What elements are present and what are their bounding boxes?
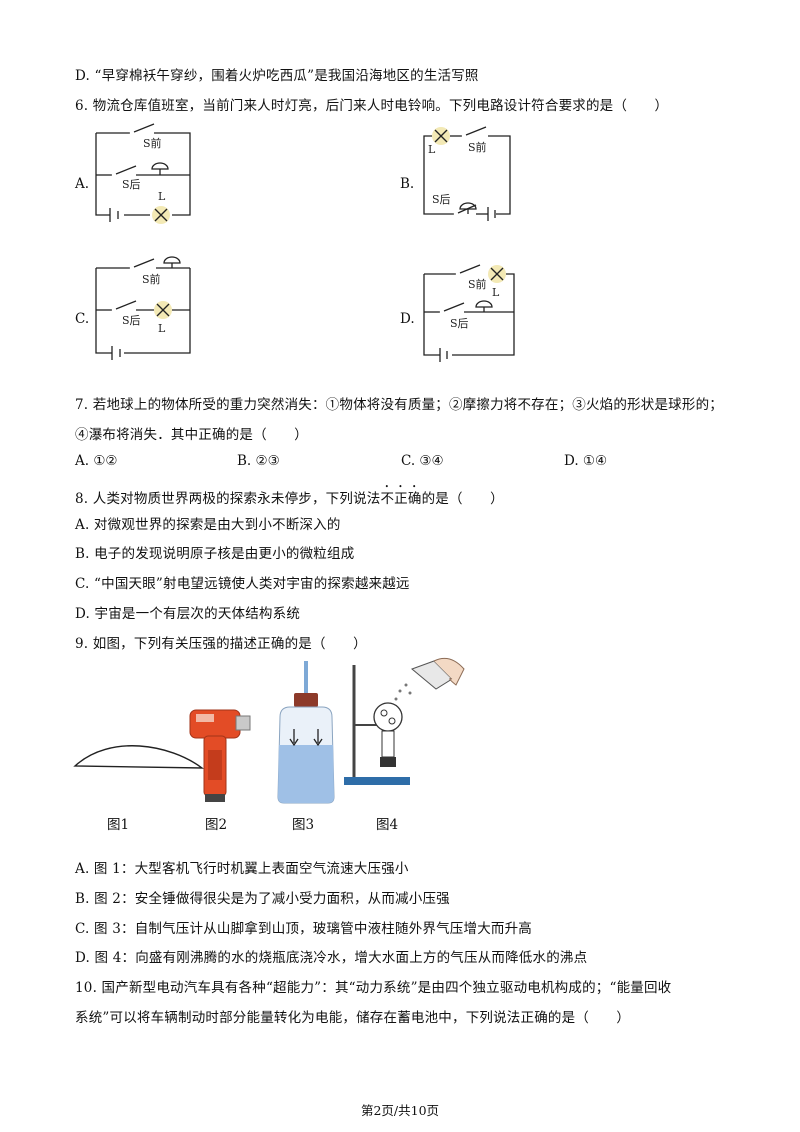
q8-option-d: D. 宇宙是一个有层次的天体结构系统 [75,606,301,622]
q8-option-c: C. “中国天眼”射电望远镜使人类对宇宙的探索越来越远 [75,576,410,592]
question-7-line-1: 7. 若地球上的物体所受的重力突然消失：①物体将没有质量；②摩擦力将不存在；③火… [75,397,723,413]
circuit-a-s-front-label: S前 [143,136,162,150]
q8-emphasis: 不正确 [380,491,422,507]
circuit-c-s-back-label: S后 [122,314,141,327]
question-7-line-2: ④瀑布将消失．其中正确的是（ ） [75,427,308,443]
figure-3-caption: 图3 [292,817,315,833]
figure-2-caption: 图2 [205,817,228,833]
circuit-b-s-front-label: S前 [468,140,487,154]
circuit-d-s-front-label: S前 [468,277,487,291]
q8-text-post: 的是（ ） [421,491,504,507]
figure-4-caption: 图4 [376,817,399,833]
question-10-line-2: 系统”可以将车辆制动时部分能量转化为电能，储存在蓄电池中，下列说法正确的是（ ） [75,1010,631,1026]
figure-4-flask-stand-icon [344,657,465,785]
circuit-c-s-front-label: S前 [142,272,161,286]
q6-option-a-label: A. [75,176,90,192]
circuit-a-s-back-label: S后 [122,178,141,191]
circuit-c-lamp-label: L [158,322,166,335]
question-9: 9. 如图，下列有关压强的描述正确的是（ ） [75,636,367,652]
q5-option-d: D. “早穿棉袄午穿纱，围着火炉吃西瓜”是我国沿海地区的生活写照 [75,68,479,84]
q6-option-c-label: C. [75,311,90,327]
figure-1-wing-icon [73,745,205,769]
q6-option-d-label: D. [400,311,415,327]
page-footer: 第2页/共10页 [360,1103,440,1118]
circuit-b-lamp-label: L [428,143,436,156]
q7-option-d: D. ①④ [564,453,608,469]
q9-option-c: C. 图 3：自制气压计从山脚拿到山顶，玻璃管中液柱随外界气压增大而升高 [75,921,533,937]
q7-option-b: B. ②③ [237,453,280,469]
figure-1-caption: 图1 [107,817,130,833]
q6-option-b-label: B. [400,176,415,192]
q8-option-b: B. 电子的发现说明原子核是由更小的微粒组成 [75,546,355,562]
circuit-b-s-back-label: S后 [432,193,451,206]
q7-option-c: C. ③④ [401,453,444,469]
q8-text-pre: 8. 人类对物质世界两极的探索永未停步，下列说法 [75,491,381,507]
circuit-d-lamp-label: L [492,286,500,299]
q9-option-d: D. 图 4：向盛有刚沸腾的水的烧瓶底浇冷水，增大水面上方的气压从而降低水的沸点 [75,950,588,966]
question-10-line-1: 10. 国产新型电动汽车具有各种“超能力”：其“动力系统”是由四个独立驱动电机构… [75,980,672,996]
circuit-d-s-back-label: S后 [450,317,469,330]
q9-option-a: A. 图 1：大型客机飞行时机翼上表面空气流速大压强小 [75,861,409,877]
q8-option-a: A. 对微观世界的探索是由大到小不断深入的 [75,517,341,533]
figure-3-barometer-bottle-icon [277,661,335,804]
question-6: 6. 物流仓库值班室，当前门来人时灯亮，后门来人时电铃响。下列电路设计符合要求的… [75,98,669,114]
figure-2-safety-hammer-icon [189,709,251,802]
circuit-a-lamp-label: L [158,190,166,203]
q9-option-b: B. 图 2：安全锤做得很尖是为了减小受力面积，从而减小压强 [75,891,450,907]
q7-option-a: A. ①② [75,453,118,469]
question-8: 8. 人类对物质世界两极的探索永未停步，下列说法不正确的是（ ） [75,483,504,507]
